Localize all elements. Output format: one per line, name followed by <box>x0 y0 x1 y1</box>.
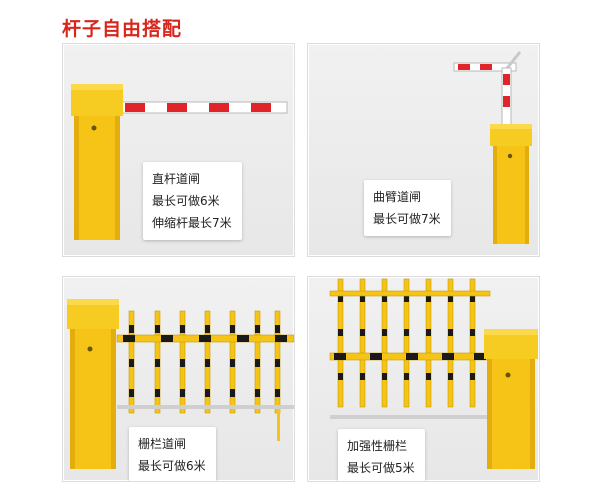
folding-arm-line-1: 最长可做7米 <box>373 212 441 226</box>
page-title: 杆子自由搭配 <box>62 18 183 40</box>
fence-line-1: 最长可做6米 <box>138 459 206 473</box>
straight-pole-line-2: 伸缩杆最长7米 <box>152 216 232 230</box>
reinforced-fence-title: 加强性栅栏 <box>347 439 408 453</box>
fence-title: 栅栏道闸 <box>138 437 187 451</box>
folding-arm-label: 曲臂道闸 最长可做7米 <box>364 180 451 236</box>
folding-arm-title: 曲臂道闸 <box>373 190 422 204</box>
panel-folding-arm: 曲臂道闸 最长可做7米 <box>307 43 540 257</box>
folding-arm-barrier-illustration <box>453 51 532 244</box>
straight-pole-title: 直杆道闸 <box>152 172 201 186</box>
fence-label: 栅栏道闸 最长可做6米 <box>129 427 216 481</box>
reinforced-fence-barrier-illustration <box>329 278 538 469</box>
reinforced-fence-label: 加强性栅栏 最长可做5米 <box>338 429 425 481</box>
panel-reinforced-fence: 加强性栅栏 最长可做5米 <box>307 276 540 482</box>
panel-fence: 栅栏道闸 最长可做6米 <box>62 276 295 482</box>
fence-barrier-illustration <box>67 299 294 469</box>
straight-pole-barrier-illustration <box>71 84 288 240</box>
panel-straight-pole: 直杆道闸 最长可做6米 伸缩杆最长7米 <box>62 43 295 257</box>
reinforced-fence-line-1: 最长可做5米 <box>347 461 415 475</box>
straight-pole-label: 直杆道闸 最长可做6米 伸缩杆最长7米 <box>143 162 242 240</box>
straight-pole-line-1: 最长可做6米 <box>152 194 220 208</box>
